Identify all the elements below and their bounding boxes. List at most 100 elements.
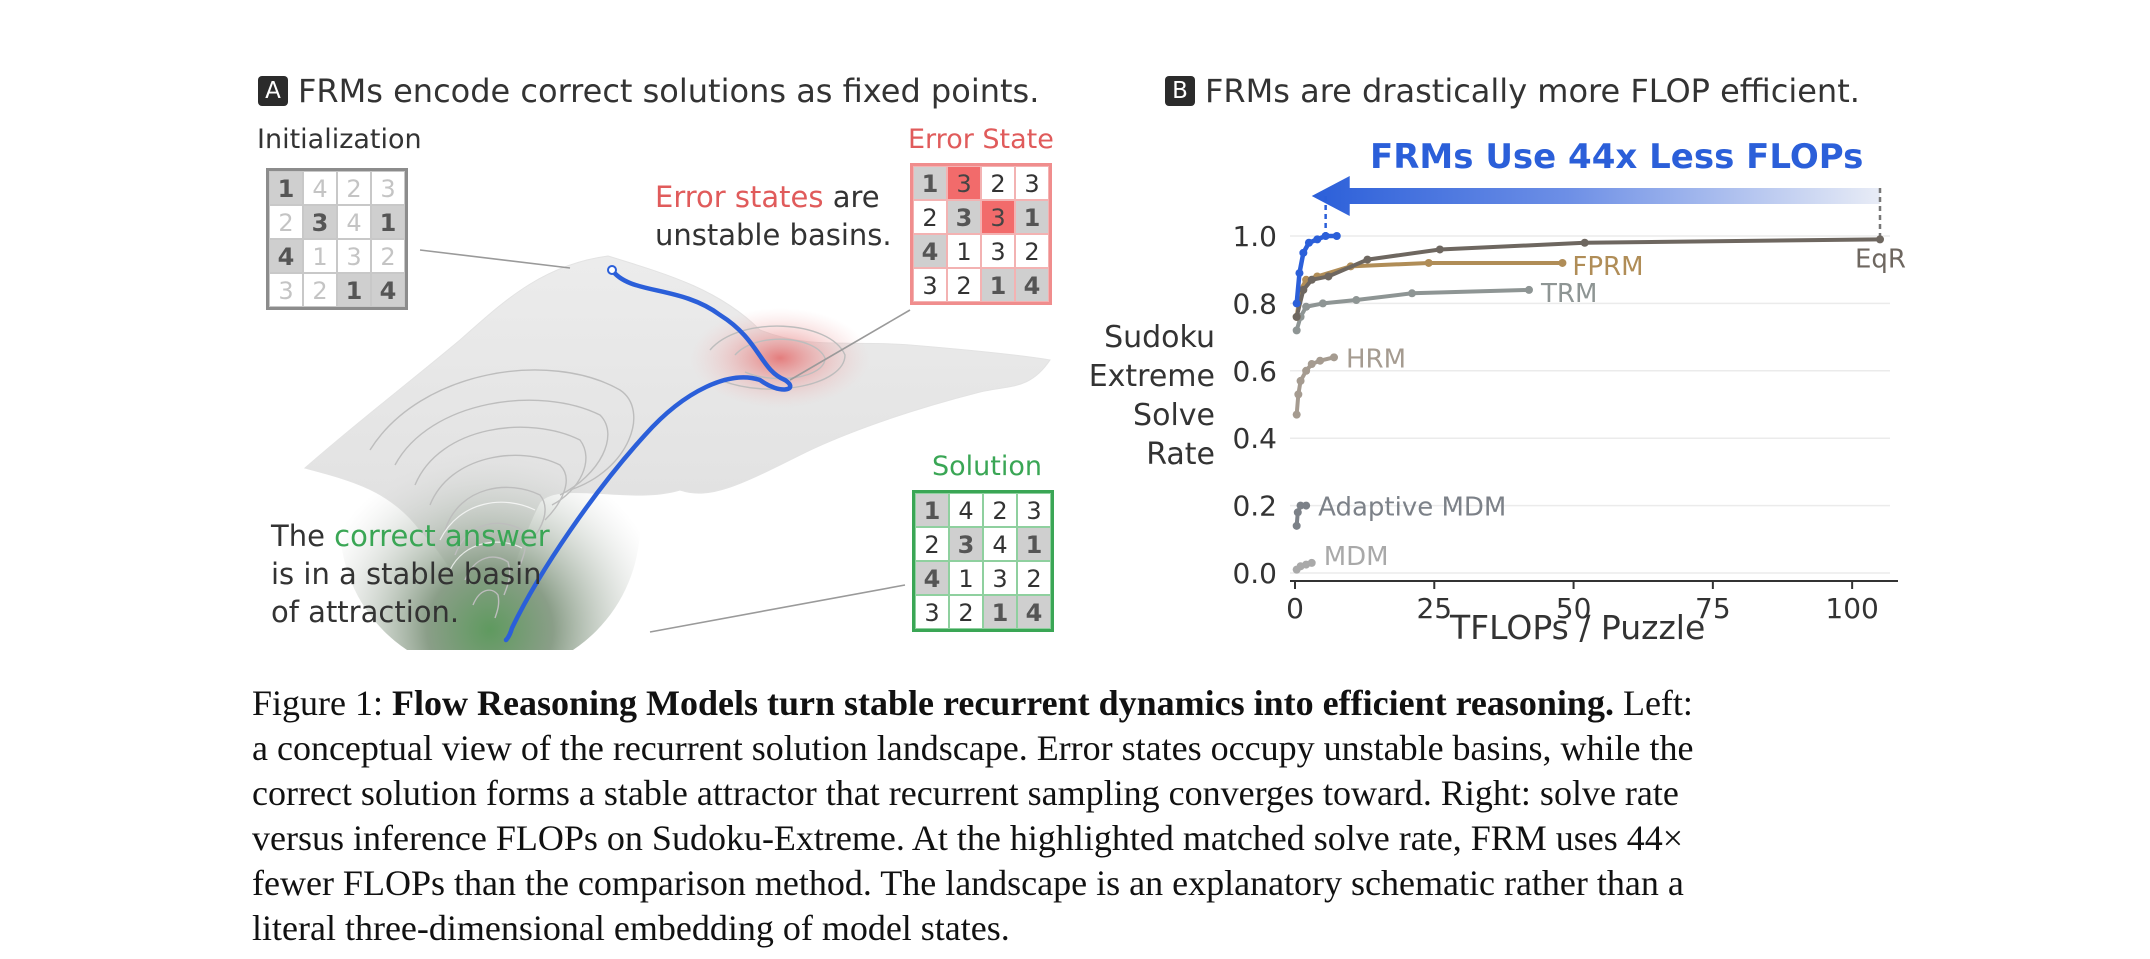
grid-cell: 1 [915, 493, 949, 527]
x-axis-label: TFLOPs / Puzzle [1450, 608, 1706, 647]
panel-a-badge: A [258, 76, 288, 106]
data-point [1292, 312, 1301, 321]
caption-line-3: correct solution forms a stable attracto… [252, 773, 1679, 813]
data-point [1302, 302, 1311, 311]
solve-rate-chart: FRMs Use 44x Less FLOPs MDM Adaptive MDM H… [1232, 137, 1906, 625]
error-annot-line2: unstable basins. [655, 218, 892, 252]
chart-axes [1290, 580, 1898, 589]
grid-cell: 2 [337, 171, 371, 205]
caption-line-1: Left: [1613, 683, 1693, 723]
grid-cell: 1 [269, 171, 303, 205]
data-point [1408, 289, 1416, 298]
grid-cell: 3 [981, 200, 1015, 234]
contour-lines [369, 325, 846, 619]
grid-cell: 3 [915, 595, 949, 629]
grid-cell: 4 [303, 171, 337, 205]
data-point [1294, 390, 1303, 399]
init-label: Initialization [257, 124, 422, 155]
x-tick-label: 0 [1286, 592, 1304, 625]
banner-text: FRMs Use 44x Less FLOPs [1370, 137, 1863, 177]
grid-cell: 4 [915, 561, 949, 595]
series-label: TRM [1540, 279, 1597, 309]
data-point [1296, 501, 1305, 510]
y-axis-label: Sudoku Extreme Solve Rate [1085, 318, 1215, 474]
caption-line-2: a conceptual view of the recurrent solut… [252, 728, 1694, 768]
grid-cell: 1 [371, 205, 405, 239]
panel-b-badge: B [1165, 76, 1195, 106]
grid-cell: 4 [1015, 268, 1049, 302]
solution-landscape [303, 255, 1051, 650]
correct-annot-line3: of attraction. [271, 595, 460, 629]
grid-cell: 1 [947, 234, 981, 268]
grid-cell: 3 [983, 561, 1017, 595]
caption-line-6: literal three-dimensional embedding of m… [252, 908, 1010, 948]
solution-label: Solution [932, 451, 1042, 482]
y-label-line-4: Rate [1146, 437, 1215, 472]
panel-a-title-text: FRMs encode correct solutions as fixed p… [298, 72, 1040, 110]
error-annotation: Error states are unstable basins. [655, 178, 892, 254]
grid-cell: 3 [303, 205, 337, 239]
error-annot-highlight: Error states [655, 180, 824, 214]
grid-cell: 2 [913, 200, 947, 234]
grid-cell: 1 [913, 166, 947, 200]
data-point [1299, 285, 1308, 294]
caption-prefix: Figure 1: [252, 683, 392, 723]
grid-cell: 4 [371, 273, 405, 307]
panel-a-title: A FRMs encode correct solutions as fixed… [258, 72, 1039, 110]
grid-cell: 1 [303, 239, 337, 273]
grid-cell: 2 [371, 239, 405, 273]
data-point [1307, 360, 1316, 369]
y-tick-label: 1.0 [1232, 220, 1277, 253]
series-frm [1292, 232, 1341, 308]
y-tick-label: 0.6 [1232, 355, 1277, 388]
y-tick-label: 0.2 [1232, 490, 1277, 523]
data-point [1330, 353, 1338, 362]
banner-arrow [1311, 176, 1880, 216]
series-adaptive-mdm: Adaptive MDM [1292, 493, 1506, 530]
series-line [1294, 355, 1335, 415]
caption-line-4: versus inference FLOPs on Sudoku-Extreme… [252, 818, 1684, 858]
data-point [1352, 296, 1361, 305]
data-point [1292, 326, 1301, 335]
grid-cell: 4 [983, 527, 1017, 561]
grid-cell: 2 [269, 205, 303, 239]
y-label-line-3: Solve [1133, 398, 1215, 433]
correct-annot-pre: The [271, 519, 335, 553]
data-point [1558, 258, 1567, 267]
grid-cell: 2 [915, 527, 949, 561]
data-point [1307, 558, 1316, 567]
y-label-line-2: Extreme [1088, 359, 1215, 394]
data-point [1316, 356, 1325, 365]
grid-cell: 2 [1015, 234, 1049, 268]
data-point [1292, 521, 1301, 530]
trajectory-start [607, 265, 617, 275]
error-label: Error State [908, 124, 1054, 155]
grid-cell: 4 [913, 234, 947, 268]
grid-cell: 4 [337, 205, 371, 239]
error-annot-rest: are [823, 180, 880, 214]
grid-cell: 3 [947, 166, 981, 200]
trajectory-path [503, 267, 793, 643]
grid-cell: 1 [1017, 527, 1051, 561]
series-label: MDM [1324, 542, 1389, 572]
data-point [1307, 275, 1316, 284]
chart-gridlines [1290, 235, 1890, 574]
data-point [1299, 248, 1308, 257]
grid-cell: 1 [949, 561, 983, 595]
data-point [1363, 255, 1372, 264]
data-point [1293, 508, 1302, 517]
series-label: FPRM [1572, 252, 1643, 282]
grid-cell: 2 [1017, 561, 1051, 595]
grid-cell: 3 [371, 171, 405, 205]
grid-cell: 3 [337, 239, 371, 273]
grid-cell: 1 [981, 268, 1015, 302]
series-label: Adaptive MDM [1318, 493, 1506, 523]
y-tick-label: 0.8 [1232, 287, 1277, 320]
grid-cell: 3 [269, 273, 303, 307]
correct-annotation: The correct answer is in a stable basin … [271, 517, 550, 631]
grid-cell: 1 [1015, 200, 1049, 234]
series-label: HRM [1346, 344, 1406, 374]
correct-annot-highlight: correct answer [334, 519, 550, 553]
